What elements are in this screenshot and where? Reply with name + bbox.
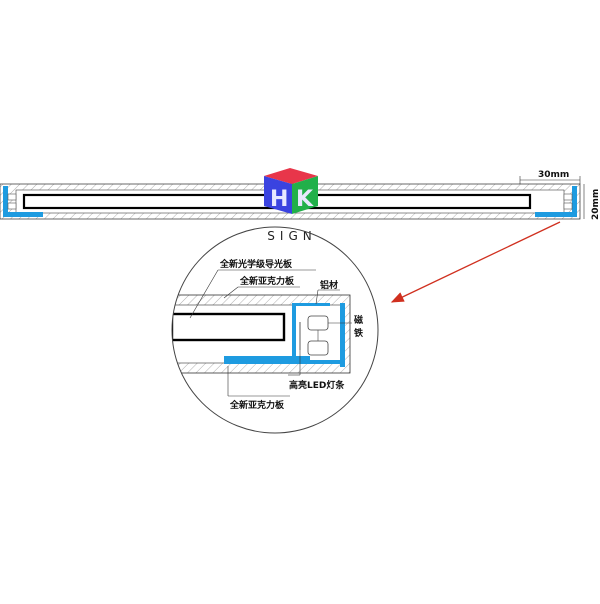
label-magnet-1: 磁	[354, 314, 363, 326]
label-led-strip: 高亮LED灯条	[289, 379, 345, 391]
magnet-lower	[307, 340, 329, 356]
detail-arrow	[390, 221, 561, 303]
label-magnet-2: 铁	[354, 327, 363, 339]
detail-circle-border	[171, 226, 379, 434]
label-acrylic-bottom: 全新亚克力板	[229, 399, 285, 411]
label-light-guide: 全新光学级导光板	[219, 258, 293, 270]
detail-profile-right	[340, 303, 345, 367]
detail-light-guide	[172, 312, 286, 342]
cube-left	[264, 176, 292, 214]
dimension-height: 20mm	[583, 184, 600, 220]
detail-profile-top	[292, 303, 330, 356]
hk-cube-logo: H K	[264, 168, 318, 214]
sign-text: SIGN	[267, 229, 316, 243]
callout-labels: 全新光学级导光板 全新亚克力板 铝材 磁 铁 高亮LED灯条 全新亚克力板	[189, 258, 363, 411]
detail-profile-bottom	[224, 356, 345, 364]
cube-top	[264, 168, 318, 184]
detail-circle	[171, 226, 379, 434]
magnet-upper	[307, 315, 329, 331]
right-aluminum-profile	[535, 186, 577, 217]
dimension-width-label: 30mm	[538, 170, 569, 180]
cube-letter-k: K	[296, 187, 314, 212]
cube-letter-h: H	[270, 187, 288, 212]
cube-right	[292, 176, 318, 214]
label-acrylic-top: 全新亚克力板	[239, 275, 295, 287]
label-aluminum: 铝材	[320, 279, 338, 291]
left-aluminum-profile	[3, 186, 43, 217]
dimension-height-label: 20mm	[591, 189, 600, 220]
dimension-width: 30mm	[519, 170, 581, 184]
